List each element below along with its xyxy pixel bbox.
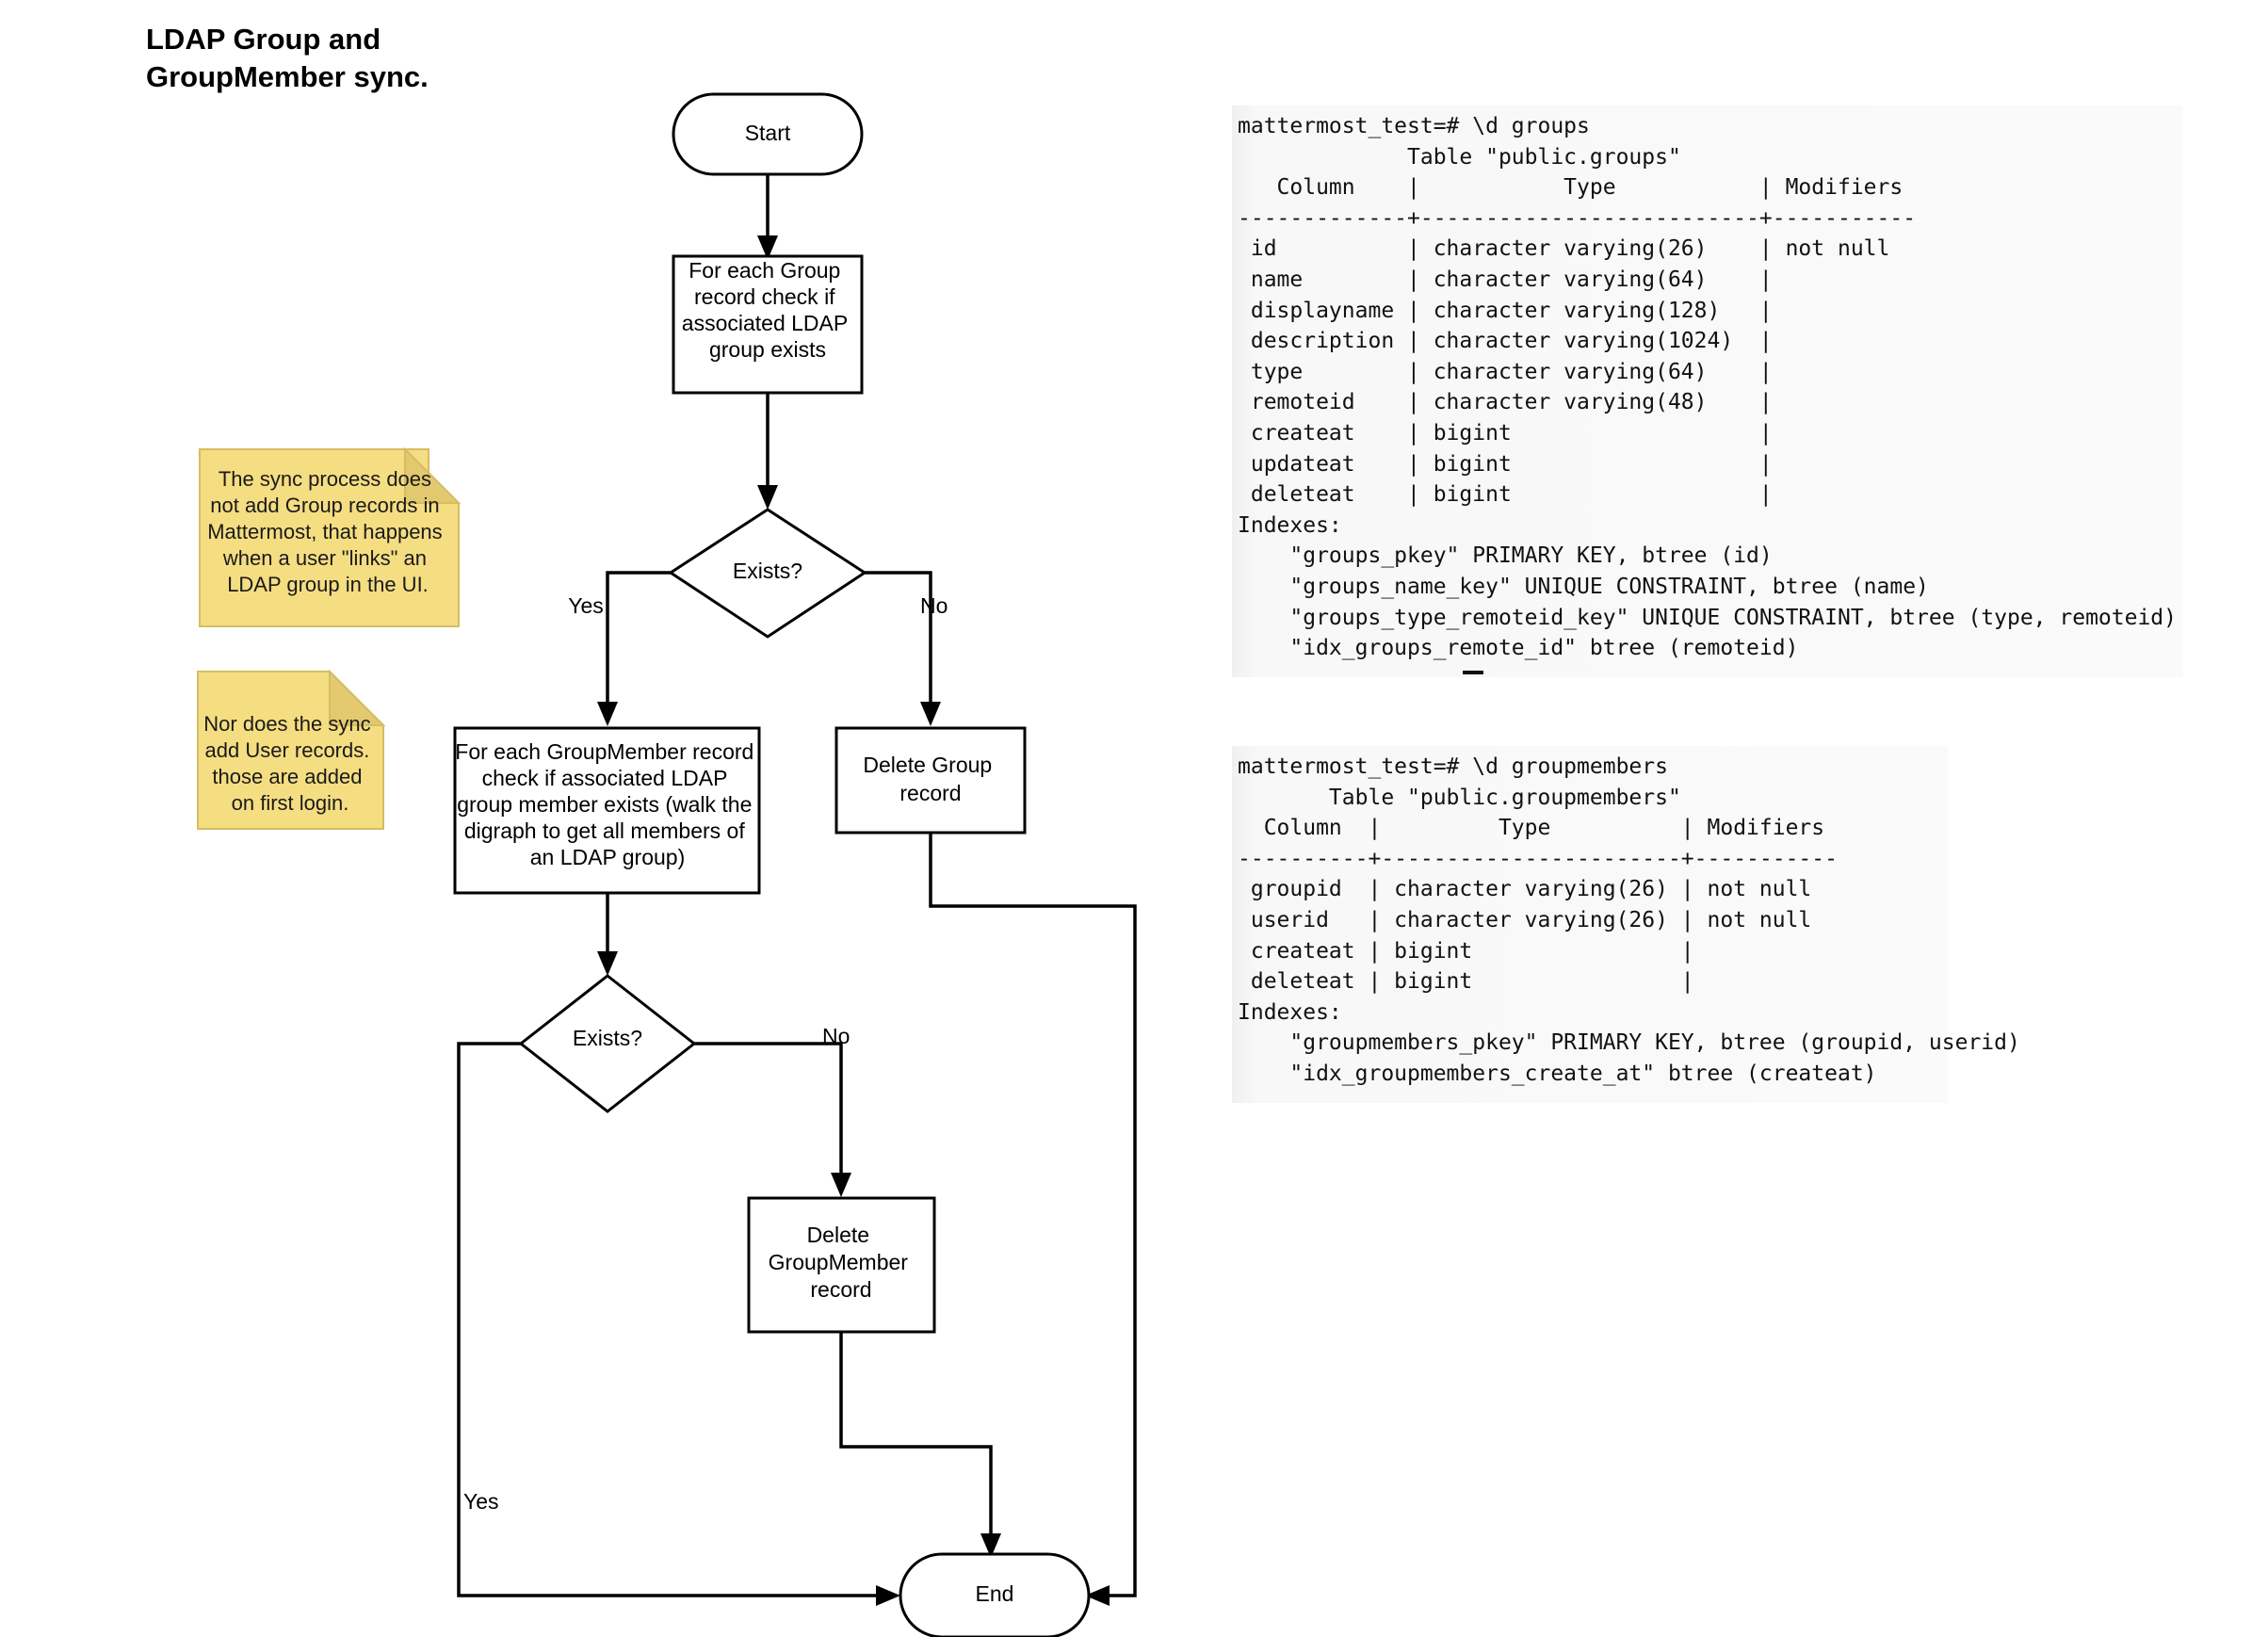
terminal-line: createat | bigint |: [1238, 420, 1773, 446]
terminal-line: displayname | character varying(128) |: [1238, 298, 1773, 323]
edge-label-member-yes: Yes: [463, 1489, 499, 1514]
terminal-line: deleteat | bigint |: [1238, 969, 1694, 995]
edge-label-group-no: No: [920, 593, 948, 618]
sticky-note-2-text: Nor does the sync add User records. thos…: [203, 712, 376, 815]
terminal-line: Column | Type | Modifiers: [1238, 175, 1904, 201]
terminal-line: userid | character varying(26) | not nul…: [1238, 907, 1812, 932]
terminal-line: updateat | bigint |: [1238, 451, 1773, 477]
node-decision-group-label: Exists?: [733, 559, 802, 583]
edge-decision-group-no: [865, 571, 941, 726]
terminal-line: type | character varying(64) |: [1238, 359, 1773, 384]
node-end-label: End: [976, 1581, 1014, 1606]
edge-label-group-yes: Yes: [568, 593, 604, 618]
terminal-line: deleteat | bigint |: [1238, 482, 1773, 508]
node-decision-group-exists[interactable]: Exists?: [668, 508, 867, 639]
edge-start-to-check-group: [757, 174, 778, 260]
terminal-line: "groups_type_remoteid_key" UNIQUE CONSTR…: [1238, 605, 2177, 630]
node-delete-group-record[interactable]: Delete Group record: [834, 726, 1027, 835]
terminal-line: ----------+-----------------------+-----…: [1238, 846, 1838, 871]
terminal-line: Column | Type | Modifiers: [1238, 816, 1825, 841]
edge-decision-member-yes: [457, 1042, 900, 1606]
terminal-line: "idx_groups_remote_id" btree (remoteid): [1238, 636, 1799, 661]
sticky-note-group-records: The sync process does not add Group reco…: [199, 446, 462, 627]
node-check-groupmember-record[interactable]: For each GroupMember record check if ass…: [453, 726, 761, 895]
terminal-line: id | character varying(26) | not null: [1238, 236, 1890, 262]
flowchart-canvas: Yes No No Yes Start For each Group recor…: [197, 92, 1137, 1637]
terminal-cursor: [1463, 671, 1483, 674]
node-start[interactable]: Start: [672, 92, 864, 176]
terminal-line: Table "public.groupmembers": [1238, 785, 1681, 810]
terminal-line: "groups_name_key" UNIQUE CONSTRAINT, btr…: [1238, 574, 1929, 599]
node-delete-group-label: Delete Group record: [863, 753, 997, 805]
node-delete-groupmember-record[interactable]: Delete GroupMember record: [747, 1196, 936, 1334]
edge-delete-member-to-end: [839, 1332, 1001, 1558]
terminal-line: name | character varying(64) |: [1238, 267, 1773, 292]
edge-check-group-to-decision: [757, 393, 778, 510]
sticky-note-user-records: Nor does the sync add User records. thos…: [197, 669, 386, 830]
terminal-output-groupmembers: mattermost_test=# \d groupmembers Table …: [1232, 746, 2020, 1103]
terminal-line: Indexes:: [1238, 512, 1342, 538]
terminal-line: remoteid | character varying(48) |: [1238, 390, 1773, 415]
terminal-line: description | character varying(1024) |: [1238, 329, 1773, 354]
node-decision-member-label: Exists?: [573, 1026, 642, 1050]
terminal-line: Table "public.groups": [1238, 144, 1681, 170]
terminal-line: "groups_pkey" PRIMARY KEY, btree (id): [1238, 543, 1773, 569]
node-check-group-record[interactable]: For each Group record check if associate…: [672, 254, 864, 395]
terminal-line: -------------+--------------------------…: [1238, 205, 1917, 231]
edge-check-member-to-decision: [597, 893, 618, 976]
node-delete-member-label: Delete GroupMember record: [769, 1223, 915, 1302]
edge-label-member-no: No: [822, 1024, 850, 1048]
node-check-member-label: For each GroupMember record check if ass…: [455, 739, 759, 869]
terminal-line: "idx_groupmembers_create_at" btree (crea…: [1238, 1061, 1877, 1086]
sticky-note-1-text: The sync process does not add Group reco…: [207, 467, 448, 596]
terminal-line: mattermost_test=# \d groupmembers: [1238, 754, 1668, 779]
terminal-line: Indexes:: [1238, 999, 1342, 1025]
terminal-line: "groupmembers_pkey" PRIMARY KEY, btree (…: [1238, 1030, 2020, 1056]
terminal-line: groupid | character varying(26) | not nu…: [1238, 877, 1812, 902]
edge-decision-member-no: [694, 1042, 851, 1197]
node-end[interactable]: End: [899, 1552, 1091, 1637]
node-decision-member-exists[interactable]: Exists?: [518, 974, 697, 1113]
node-check-group-label: For each Group record check if associate…: [682, 258, 853, 362]
node-start-label: Start: [745, 121, 791, 145]
page-title: LDAP Group and GroupMember sync.: [146, 23, 429, 93]
terminal-line: createat | bigint |: [1238, 938, 1694, 964]
terminal-output-groups: mattermost_test=# \d groups Table "publi…: [1232, 105, 2183, 677]
edge-decision-group-yes: [597, 571, 671, 726]
terminal-line: mattermost_test=# \d groups: [1238, 114, 1590, 138]
edge-delete-group-to-end: [929, 833, 1137, 1606]
